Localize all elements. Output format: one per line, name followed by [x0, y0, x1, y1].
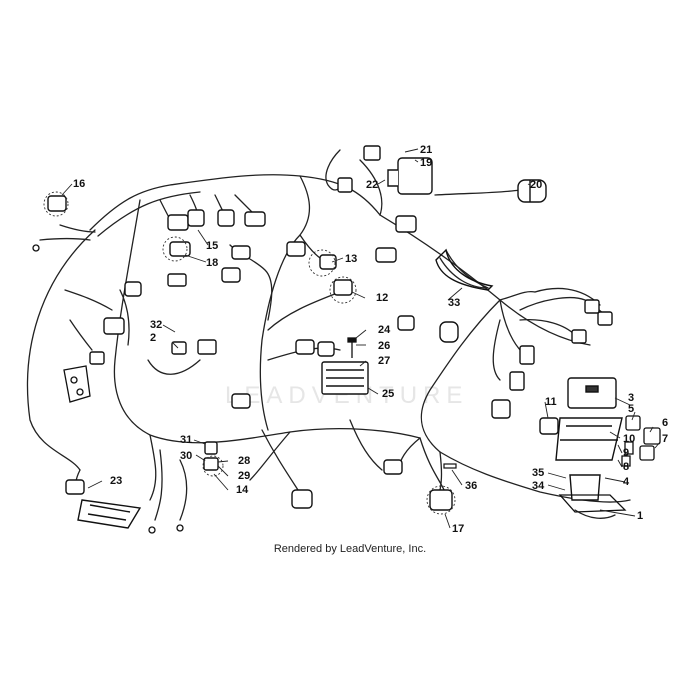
connector — [597, 311, 613, 326]
connector — [204, 441, 218, 455]
bracket-1 — [558, 494, 627, 513]
connector — [383, 459, 403, 475]
callout-26: 26 — [378, 340, 390, 352]
connector — [167, 214, 189, 231]
callout-25: 25 — [382, 388, 394, 400]
harness-wires — [26, 149, 631, 521]
connectors — [47, 145, 613, 511]
callout-13: 13 — [345, 253, 357, 265]
callout-12: 12 — [376, 292, 388, 304]
callout-32: 32 — [150, 319, 162, 331]
callout-17: 17 — [452, 523, 464, 535]
connector — [217, 209, 235, 227]
callout-11: 11 — [545, 396, 557, 408]
callout-7: 7 — [662, 433, 668, 445]
connector — [337, 177, 353, 193]
component-20 — [517, 179, 547, 203]
connector — [395, 215, 417, 233]
callout-30: 30 — [180, 450, 192, 462]
callout-35: 35 — [532, 467, 544, 479]
callout-22: 22 — [366, 179, 378, 191]
callout-4: 4 — [623, 476, 630, 488]
connector — [439, 321, 459, 343]
callout-9: 9 — [623, 447, 629, 459]
callout-27: 27 — [378, 355, 390, 367]
mount-plate — [63, 365, 91, 403]
callout-34: 34 — [532, 480, 545, 492]
connector — [169, 241, 191, 257]
connector — [319, 254, 337, 270]
fuse-box — [555, 377, 623, 501]
callout-8: 8 — [623, 461, 629, 473]
connector — [333, 279, 353, 296]
connector — [571, 329, 587, 344]
connector — [124, 281, 142, 297]
connector — [65, 479, 85, 495]
callout-labels: 1 2 3 4 5 6 7 8 9 10 11 12 13 14 15 16 1… — [73, 144, 668, 535]
connector — [375, 247, 397, 263]
connector — [197, 339, 217, 355]
item-36 — [443, 463, 457, 469]
callout-19: 19 — [420, 157, 432, 169]
connector — [584, 299, 600, 314]
connector — [231, 245, 251, 260]
callout-33: 33 — [448, 297, 460, 309]
callout-20: 20 — [530, 179, 542, 191]
leader-lines — [61, 148, 661, 529]
module-23 — [77, 499, 142, 529]
callout-14: 14 — [236, 484, 249, 496]
connector — [103, 317, 125, 335]
connector — [509, 371, 525, 391]
connector — [429, 489, 453, 511]
render-credit: Rendered by LeadVenture, Inc. — [273, 543, 427, 555]
connector — [397, 315, 415, 331]
callout-10: 10 — [623, 433, 635, 445]
callout-5: 5 — [628, 403, 634, 415]
bolt-26 — [347, 337, 357, 358]
callout-3: 3 — [628, 392, 634, 404]
callout-31: 31 — [180, 434, 192, 446]
ring-terminals — [32, 244, 184, 534]
connector — [167, 273, 187, 287]
connector — [291, 489, 313, 509]
connector — [47, 195, 67, 212]
callout-28: 28 — [238, 455, 250, 467]
callout-16: 16 — [73, 178, 85, 190]
connector — [221, 267, 241, 283]
connector — [89, 351, 105, 365]
cable-tie-33 — [435, 248, 494, 291]
connector — [244, 211, 266, 227]
callout-29: 29 — [238, 470, 250, 482]
callout-15: 15 — [206, 240, 218, 252]
connector — [295, 339, 315, 355]
callout-24: 24 — [378, 324, 391, 336]
callout-circles — [43, 191, 456, 515]
callout-6: 6 — [662, 417, 668, 429]
connector — [231, 393, 251, 409]
connector — [286, 241, 306, 257]
connector — [519, 345, 535, 365]
connector — [203, 457, 219, 471]
connector — [539, 417, 559, 435]
callout-1: 1 — [637, 510, 643, 522]
connector — [317, 341, 335, 357]
connector — [491, 399, 511, 419]
regulator-27 — [321, 361, 369, 395]
callout-18: 18 — [206, 257, 218, 269]
callout-36: 36 — [465, 480, 477, 492]
connector — [187, 209, 205, 227]
connector — [363, 145, 381, 161]
callout-23: 23 — [110, 475, 122, 487]
component-19 — [387, 157, 433, 195]
callout-21: 21 — [420, 144, 432, 156]
callout-2: 2 — [150, 332, 156, 344]
